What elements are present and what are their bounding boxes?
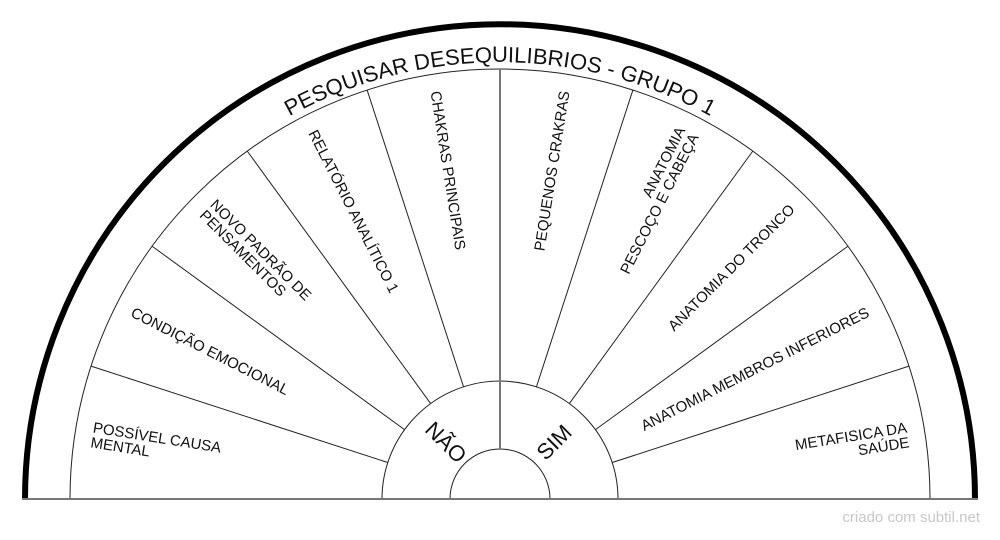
sector-divider	[612, 365, 910, 464]
yes-label: SIM	[531, 420, 576, 465]
sector-divider	[595, 245, 849, 431]
sector-label: CHAKRAS PRINCIPAIS	[427, 90, 469, 251]
sector-divider	[535, 89, 634, 387]
hub-arc	[449, 448, 551, 500]
sector-divider	[151, 245, 405, 431]
sector-divider	[366, 89, 465, 387]
no-label: NÃO	[420, 417, 471, 468]
sector-label: NOVO PADRÃO DE	[207, 196, 315, 304]
sector-8[interactable]: ANATOMIA DO TRONCO	[665, 201, 798, 334]
sector-divider	[246, 150, 432, 404]
sector-divider	[90, 365, 388, 464]
sector-label: ANATOMIA DO TRONCO	[665, 201, 798, 334]
sector-2[interactable]: CONDIÇÃO EMOCIONAL	[128, 304, 292, 399]
sector-label: PEQUENOS CRAKRAS	[531, 90, 573, 252]
sector-label: CONDIÇÃO EMOCIONAL	[128, 304, 292, 399]
footer-credit: criado com subtil.net	[842, 509, 980, 526]
outer-arc	[22, 21, 978, 500]
sector-divider	[568, 150, 754, 404]
sector-5[interactable]: CHAKRAS PRINCIPAIS	[427, 90, 469, 251]
sector-6[interactable]: PEQUENOS CRAKRAS	[531, 90, 573, 252]
